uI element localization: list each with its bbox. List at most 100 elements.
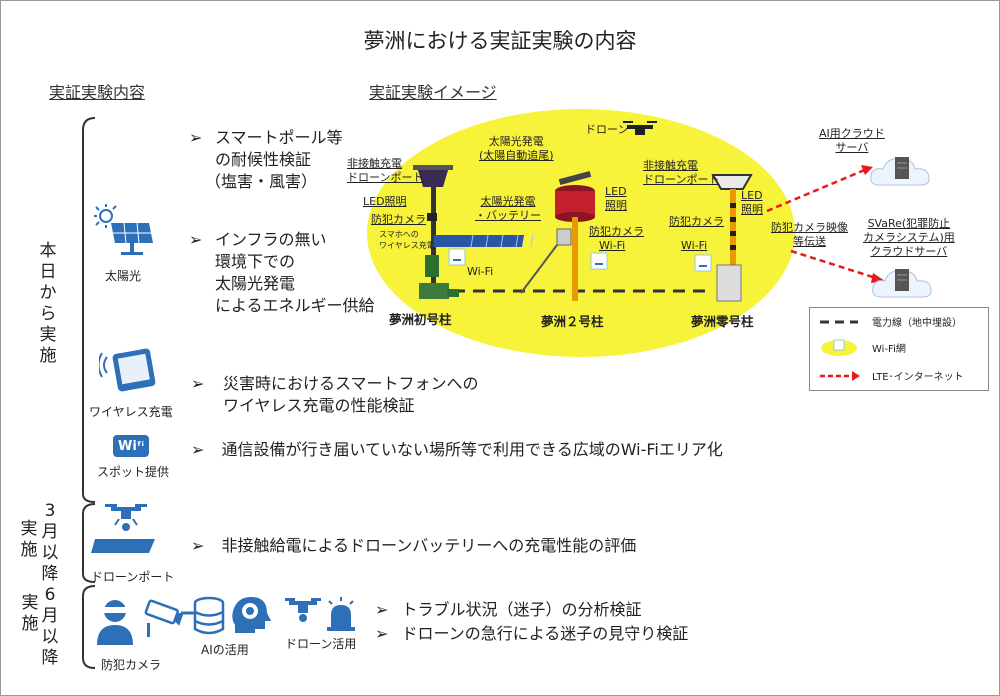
drone-port-icon: [91, 504, 155, 553]
period-today: 本日から実施: [39, 241, 57, 366]
p1-charge-label: 非接触充電 ドローンポート: [347, 157, 423, 185]
bullet-wireless-line2: ワイヤレス充電の性能検証: [223, 396, 415, 415]
pole-illustration: [367, 109, 795, 357]
legend-power-label: 電力線（地中埋設）: [872, 318, 962, 329]
pole-1-name: 夢洲初号柱: [389, 312, 452, 327]
p0-charge-label-1: 非接触充電: [643, 159, 698, 172]
ai-cloud-icon: [870, 157, 930, 186]
transmit-label: 防犯カメラ映像 等伝送: [771, 221, 848, 249]
p1-cam-label: 防犯カメラ: [371, 213, 426, 226]
legend-box: 電力線（地中埋設） Wi-Fi網 LTE･インターネット: [809, 307, 989, 391]
p0-led-label-2: 照明: [741, 203, 763, 216]
pole-0-name: 夢洲零号柱: [691, 314, 754, 329]
p2-led-label-2: 照明: [605, 199, 627, 212]
wifi-mark-2: [590, 252, 608, 270]
period-june-text: 月以降: [41, 606, 59, 668]
period-june-num: 6: [44, 585, 56, 605]
drone-alarm-icon: [285, 597, 355, 631]
ai-label: AIの活用: [201, 643, 249, 657]
bullet-arrow-2: ➢: [189, 230, 203, 249]
bracket-june: [82, 585, 96, 669]
p2-wifi-label: Wi-Fi: [599, 239, 626, 252]
period-june-side-text: 実施: [21, 593, 39, 634]
legend-wifi-label: Wi-Fi網: [872, 344, 906, 355]
period-march: 3 月以降: [39, 501, 61, 585]
camera-label: 防犯カメラ: [101, 658, 162, 672]
p1-phone-label-2: ワイヤレス充電: [379, 241, 435, 250]
bullet-drone-battery-text: 非接触給電によるドローンバッテリーへの充電性能の評価: [221, 536, 637, 555]
drone-port-label: ドローンポート: [91, 570, 175, 584]
p0-led-label: LED 照明: [741, 189, 763, 217]
database-icon: [193, 596, 225, 635]
bullet-solar-line2: 環境下での: [215, 252, 296, 271]
pole-2-graphic: [520, 170, 595, 301]
pole-2-name: 夢洲２号柱: [541, 314, 604, 329]
thief-icon: [97, 600, 133, 645]
bullet-weather-line3: （塩害・風害）: [205, 172, 318, 191]
solar-top-label: 太陽光発電 (太陽自動追尾): [479, 135, 554, 163]
period-june: 6 月以降: [39, 585, 61, 669]
bullet-drone-watch: ➢ ドローンの急行による迷子の見守り検証: [375, 623, 688, 645]
p2-led-label: LED 照明: [605, 185, 627, 213]
bullet-arrow-4: ➢: [191, 440, 205, 459]
legend-wifi-mark: [833, 339, 845, 351]
bullet-arrow-1: ➢: [189, 128, 203, 147]
solar-battery-label-2: ・バッテリー: [475, 209, 541, 222]
svare-server-label-1: SVaRe(犯罪防止: [867, 217, 951, 230]
svare-server-label-3: クラウドサーバ: [870, 245, 948, 258]
bullet-solar-line1: インフラの無い: [215, 230, 327, 249]
wifi-mark-3: [694, 254, 712, 272]
p1-charge-label-1: 非接触充電: [347, 157, 402, 170]
wireless-phone-icon: [99, 348, 156, 392]
drone-graphic: [623, 121, 657, 135]
wifi-spot-label: スポット提供: [97, 465, 170, 479]
bullet-weather-line2: の耐候性検証: [215, 150, 312, 169]
solar-top-label-1: 太陽光発電: [488, 135, 544, 148]
transmit-label-1: 防犯カメラ映像: [771, 221, 848, 234]
solar-battery-label-1: 太陽光発電: [480, 195, 536, 208]
bullet-solar-line4: によるエネルギー供給: [215, 296, 375, 315]
bracket-march: [82, 503, 96, 583]
ai-head-icon: [232, 597, 271, 633]
image-heading: 実証実験イメージ: [369, 83, 497, 102]
period-brackets: [82, 117, 96, 669]
ai-server-label: AI用クラウド サーバ: [819, 127, 885, 155]
period-june-side: 実施: [19, 593, 41, 635]
security-camera-icon: [144, 599, 183, 637]
p1-wifi-label: Wi-Fi: [467, 265, 494, 278]
bullet-wireless-line1: 災害時におけるスマートフォンへの: [223, 374, 479, 393]
p2-cam-label: 防犯カメラ: [589, 225, 644, 238]
bullet-drone-watch-text: ドローンの急行による迷子の見守り検証: [401, 624, 689, 643]
legend-lte-head: [852, 371, 860, 381]
solar-label: 太陽光: [105, 269, 142, 283]
yellow-area: [367, 109, 795, 357]
bullet-trouble: ➢ トラブル状況（迷子）の分析検証: [375, 599, 642, 621]
wifi-logo-icon: Wiᶠⁱ: [113, 435, 149, 457]
bullet-arrow-3: ➢: [191, 374, 205, 393]
svare-server-label-2: カメラシステム)用: [863, 231, 955, 244]
solar-panels-graphic: [431, 234, 534, 248]
p0-charge-label: 非接触充電 ドローンポート: [643, 159, 719, 187]
bullet-solar-line3: 太陽光発電: [215, 274, 296, 293]
period-march-text: 月以降: [41, 522, 59, 584]
content-heading: 実証実験内容: [49, 83, 146, 102]
pole-0-graphic: [711, 174, 753, 302]
bullet-trouble-text: トラブル状況（迷子）の分析検証: [401, 600, 642, 619]
bullet-arrow-5: ➢: [191, 536, 205, 555]
bullet-wifi: ➢ 通信設備が行き届いていない場所等で利用できる広域のWi-Fiエリア化: [191, 439, 723, 461]
bracket-today: [82, 117, 96, 503]
svare-server-label: SVaRe(犯罪防止 カメラシステム)用 クラウドサーバ: [863, 217, 955, 259]
bullet-drone-battery: ➢ 非接触給電によるドローンバッテリーへの充電性能の評価: [191, 535, 636, 557]
lte-arrow-svare: [790, 249, 880, 281]
ai-server-label-2: サーバ: [835, 141, 869, 154]
p1-phone-label-1: スマホへの: [379, 230, 419, 239]
ai-server-label-1: AI用クラウド: [819, 127, 885, 140]
p0-charge-label-2: ドローンポート: [643, 173, 720, 186]
lte-arrow-ai: [766, 167, 868, 213]
bullet-weather-line1: スマートポール等: [215, 128, 343, 147]
p2-led-label-1: LED: [605, 185, 627, 198]
legend-lte-label: LTE･インターネット: [872, 372, 964, 383]
solar-battery-label: 太陽光発電 ・バッテリー: [475, 195, 541, 223]
period-march-side-text: 実施: [20, 519, 38, 560]
p0-cam-label: 防犯カメラ: [669, 215, 724, 228]
